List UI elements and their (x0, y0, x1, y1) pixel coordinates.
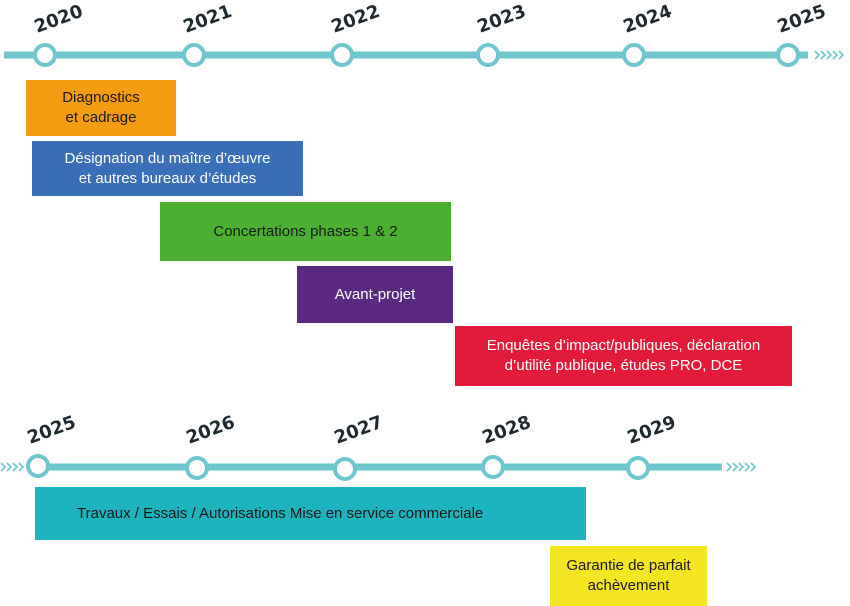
year-label-2025-bottom: 2025 (25, 412, 79, 449)
timeline-top: 2020 2021 2022 2023 2024 2025 (4, 1, 845, 67)
year-node-2021 (182, 43, 206, 67)
year-node-2028 (481, 455, 505, 479)
phase-bar-garantie: Garantie de parfait achèvement (550, 546, 707, 606)
phase-label-concertations: Concertations phases 1 & 2 (213, 222, 398, 240)
phase-label-maitre-oeuvre: Désignation du maître d’œuvre et autres … (64, 149, 271, 187)
year-node-2027 (333, 457, 357, 481)
year-label-2025-top: 2025 (775, 1, 829, 38)
year-node-2020 (33, 43, 57, 67)
year-label-2024: 2024 (621, 1, 675, 38)
year-label-2021: 2021 (181, 1, 235, 38)
year-label-2022: 2022 (329, 1, 383, 38)
year-node-2025 (776, 43, 800, 67)
year-node-2024 (622, 43, 646, 67)
year-label-2029: 2029 (625, 412, 679, 449)
phase-bar-avant-projet: Avant-projet (297, 266, 453, 323)
year-label-2023: 2023 (475, 1, 529, 38)
phase-bar-concertations: Concertations phases 1 & 2 (160, 202, 451, 261)
timeline-top-arrow (814, 50, 845, 60)
phase-label-garantie: Garantie de parfait achèvement (566, 557, 691, 594)
phase-bar-travaux: Travaux / Essais / Autorisations Mise en… (35, 487, 586, 540)
timeline-bottom-end-arrow (726, 462, 757, 472)
year-node-2022 (330, 43, 354, 67)
phase-label-diagnostics: Diagnostics et cadrage (62, 89, 140, 126)
year-node-2025-bottom (26, 454, 50, 478)
phase-bar-enquetes: Enquêtes d’impact/publiques, déclaration… (455, 326, 792, 386)
phase-label-travaux: Travaux / Essais / Autorisations Mise en… (77, 504, 484, 522)
timeline-bottom: 2025 2026 2027 2028 2029 (0, 412, 757, 481)
year-label-2020: 2020 (32, 1, 86, 38)
phase-bar-diagnostics: Diagnostics et cadrage (26, 80, 176, 136)
year-label-2027: 2027 (332, 412, 386, 449)
phase-label-avant-projet: Avant-projet (334, 285, 416, 303)
year-label-2028: 2028 (480, 412, 534, 449)
phase-label-enquetes: Enquêtes d’impact/publiques, déclaration… (486, 337, 761, 374)
year-node-2029 (626, 456, 650, 480)
year-node-2026 (185, 456, 209, 480)
phase-bar-maitre-oeuvre: Désignation du maître d’œuvre et autres … (32, 141, 303, 196)
timeline-bottom-start-arrow (0, 462, 25, 472)
year-label-2026: 2026 (184, 412, 238, 449)
year-node-2023 (476, 43, 500, 67)
